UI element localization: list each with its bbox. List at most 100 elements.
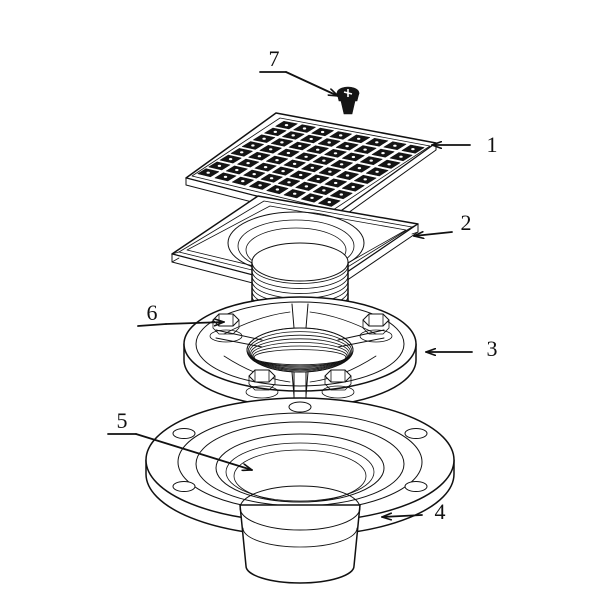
grate-hole-highlight xyxy=(369,159,373,162)
callout-label-1: 1 xyxy=(487,132,498,157)
collar-thread xyxy=(252,345,348,367)
grate-hole-highlight xyxy=(322,189,326,192)
grate-hole-highlight xyxy=(252,173,256,176)
hex-bolt-body xyxy=(212,319,240,335)
grate-hole-highlight xyxy=(327,201,331,204)
grate-hole-highlight xyxy=(223,175,228,178)
grate-hole-highlight xyxy=(228,158,233,161)
grate-hole-highlight xyxy=(269,148,273,151)
grate-hole-highlight xyxy=(345,174,350,177)
grate-hole-highlight xyxy=(327,141,331,144)
grate-hole-highlight xyxy=(333,152,338,155)
grate-hole-highlight xyxy=(275,159,279,162)
grate-hole-highlight xyxy=(257,155,262,158)
grate-hole-highlight xyxy=(310,196,314,199)
grate-hole-highlight xyxy=(298,144,302,148)
callout-label-6: 6 xyxy=(147,300,158,325)
flange-bolt-hole xyxy=(288,401,312,413)
grate-hole-highlight xyxy=(240,151,244,154)
bolt-washer-seat xyxy=(321,385,355,399)
collar-bore-threads xyxy=(246,327,354,373)
hex-bolt-head xyxy=(248,369,276,383)
grate-hole-highlight xyxy=(411,148,415,151)
grate-hole-highlight xyxy=(345,145,349,148)
collar-spokes xyxy=(215,303,385,397)
hex-bolt-head xyxy=(212,313,240,327)
grate-hole-highlight xyxy=(393,144,397,147)
grate-hole-highlight xyxy=(262,137,266,140)
grate-hole-highlight xyxy=(381,152,385,155)
grate-hole-highlight xyxy=(334,181,338,185)
flange-bolt-hole xyxy=(404,481,428,492)
grate-hole-highlight xyxy=(387,163,391,166)
grate-hole-highlight xyxy=(363,148,367,151)
collar-thread xyxy=(250,338,350,369)
callout-shoulder-6 xyxy=(137,323,167,327)
flange-bolt-hole xyxy=(172,481,196,492)
hex-bolt-body xyxy=(324,375,352,391)
grate-perforations xyxy=(197,121,425,207)
thread-line xyxy=(251,268,349,289)
callout-leader-2 xyxy=(413,232,453,236)
grate-hole-highlight xyxy=(310,166,314,169)
hex-bolt-facet xyxy=(330,369,346,383)
grate-hole-highlight xyxy=(273,130,277,133)
grate-hole-highlight xyxy=(280,141,284,144)
bolt-washer-seat xyxy=(209,329,243,343)
grate-hole-highlight xyxy=(339,134,343,137)
part-outlet-pipe-item4 xyxy=(239,485,361,584)
callout-leader-4 xyxy=(381,515,423,517)
grate-hole-highlight xyxy=(269,177,274,180)
grate-hole-highlight xyxy=(339,193,343,196)
grate-hole-highlight xyxy=(241,180,245,183)
grate-hole-highlight xyxy=(375,141,379,144)
hex-bolt-head xyxy=(362,313,390,327)
collar-thread xyxy=(251,341,349,368)
grate-hole-highlight xyxy=(246,162,250,165)
callout-leader-5 xyxy=(135,433,253,470)
grate-hole-highlight xyxy=(235,168,239,172)
grate-hole-highlight xyxy=(258,184,262,187)
grate-hole-highlight xyxy=(322,159,326,162)
grate-hole-highlight xyxy=(320,130,325,134)
thread-line xyxy=(251,273,349,294)
grate-hole-highlight xyxy=(281,170,285,173)
bolt-washer-seat xyxy=(359,329,393,343)
part-base-flange-item5 xyxy=(145,397,455,537)
grate-hole-highlight xyxy=(363,178,367,181)
flange-bolt-hole xyxy=(404,428,428,439)
callout-leader-7 xyxy=(285,71,339,97)
grate-hole-highlight xyxy=(351,155,356,159)
collar-thread xyxy=(253,349,347,366)
hex-bolt-head xyxy=(324,369,352,383)
part-clamp-collar-item3 xyxy=(183,296,417,408)
callout-leader-6 xyxy=(165,322,225,324)
grate-hole-highlight xyxy=(291,134,295,137)
grate-hole-highlight xyxy=(251,144,255,147)
callout-label-3: 3 xyxy=(487,336,498,361)
grate-hole-highlight xyxy=(284,124,289,127)
bolt-washer-seat xyxy=(245,385,279,399)
grate-hole-highlight xyxy=(316,148,320,151)
grate-hole-highlight xyxy=(293,192,297,195)
callout-label-5: 5 xyxy=(117,408,128,433)
collar-thread xyxy=(248,334,351,370)
grate-hole-highlight xyxy=(304,155,308,158)
collar-thread xyxy=(247,331,353,372)
hex-bolt-facet xyxy=(368,313,384,327)
grate-hole-highlight xyxy=(399,155,403,158)
grate-hole-highlight xyxy=(292,162,297,165)
grate-hole-highlight xyxy=(299,173,303,177)
hex-bolt-body xyxy=(362,319,390,335)
collar-thread xyxy=(246,327,354,373)
callout-label-7: 7 xyxy=(269,46,280,71)
grate-hole-highlight xyxy=(287,181,291,184)
part-screw-item7 xyxy=(336,86,360,115)
grate-hole-highlight xyxy=(275,188,280,191)
grate-hole-highlight xyxy=(328,170,332,173)
grate-hole-highlight xyxy=(351,185,355,189)
flange-bolt-hole xyxy=(172,428,196,439)
grate-hole-highlight xyxy=(357,167,362,170)
grate-hole-highlight xyxy=(286,151,291,155)
